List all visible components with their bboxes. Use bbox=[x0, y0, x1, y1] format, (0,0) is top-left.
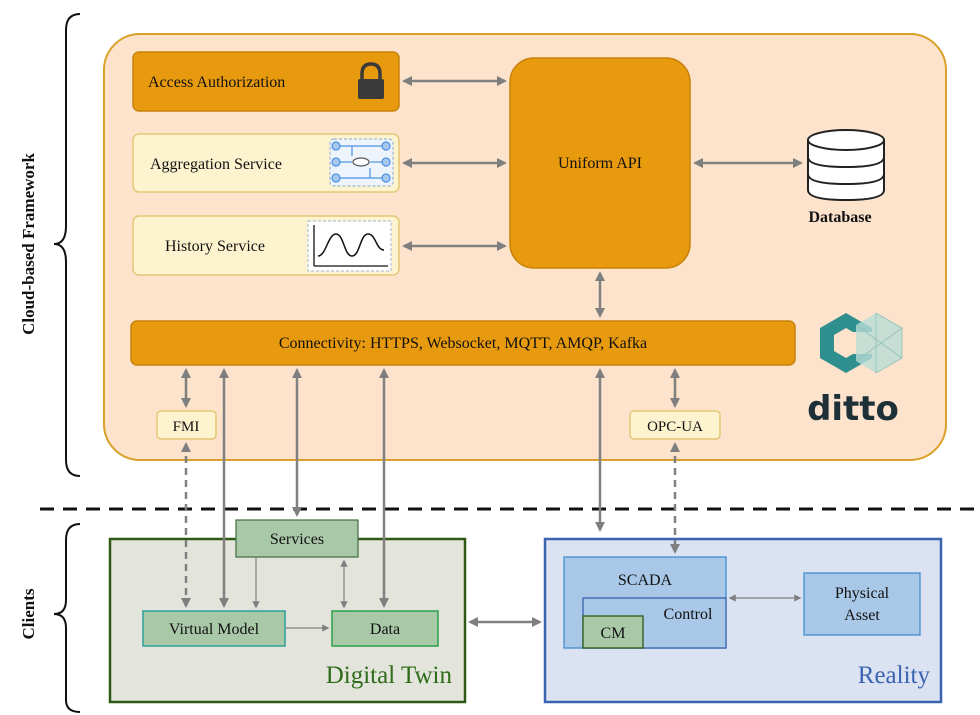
cm-label: CM bbox=[601, 625, 626, 642]
control-label: Control bbox=[664, 606, 713, 623]
history-service-label: History Service bbox=[165, 238, 265, 255]
database-label: Database bbox=[808, 209, 871, 226]
aggregation-service-label: Aggregation Service bbox=[150, 156, 282, 173]
services-box bbox=[235, 519, 359, 558]
digital-twin-title: Digital Twin bbox=[326, 662, 453, 689]
ditto-logo-text: ditto bbox=[807, 389, 899, 429]
cloud-brace bbox=[53, 13, 81, 477]
connector-arrows bbox=[181, 76, 803, 627]
ditto-logo: ditto bbox=[807, 312, 903, 429]
database-icon bbox=[807, 129, 885, 202]
clients-side-label: Clients bbox=[19, 588, 38, 639]
scada-label: SCADA bbox=[618, 572, 673, 589]
data-box bbox=[331, 610, 439, 647]
lock-icon bbox=[358, 62, 384, 99]
data-label: Data bbox=[370, 621, 400, 638]
virtual-model-label: Virtual Model bbox=[169, 621, 260, 638]
virtual-model-box bbox=[142, 610, 286, 647]
cloud-side-label: Cloud-based Framework bbox=[19, 153, 38, 335]
thin-connector-arrows bbox=[252, 557, 802, 632]
access-authorization-label: Access Authorization bbox=[148, 74, 285, 91]
connectivity-label: Connectivity: HTTPS, Websocket, MQTT, AM… bbox=[279, 335, 647, 352]
clients-brace bbox=[53, 523, 81, 713]
reality-title: Reality bbox=[858, 662, 931, 689]
opc-ua-label: OPC-UA bbox=[647, 419, 703, 435]
uniform-api-box bbox=[509, 57, 691, 269]
physical-asset-label-line1: Physical bbox=[835, 585, 890, 602]
opc-ua-box bbox=[629, 410, 721, 440]
services-label: Services bbox=[270, 531, 324, 548]
fmi-box bbox=[156, 410, 217, 440]
aggregation-flow-icon bbox=[329, 138, 394, 187]
physical-asset-label-line2: Asset bbox=[844, 607, 880, 624]
line-chart-icon bbox=[307, 220, 392, 272]
access-authorization-box bbox=[132, 51, 400, 112]
cm-box bbox=[582, 615, 644, 649]
uniform-api-label: Uniform API bbox=[558, 155, 642, 172]
fmi-label: FMI bbox=[173, 419, 200, 435]
connectivity-bar bbox=[130, 320, 796, 366]
physical-asset-box: Physical Asset bbox=[803, 572, 921, 636]
